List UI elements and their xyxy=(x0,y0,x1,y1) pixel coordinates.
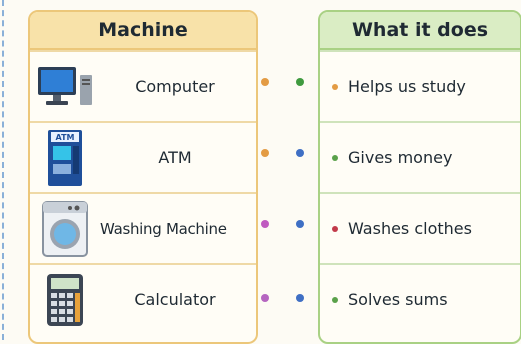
machine-row-atm[interactable]: ATM ATM xyxy=(30,121,256,192)
machine-panel: Machine Computer ATM xyxy=(28,10,258,344)
atm-icon: ATM xyxy=(30,128,100,188)
left-match-dot[interactable] xyxy=(261,220,269,228)
machine-label: Calculator xyxy=(134,290,216,309)
left-match-dot[interactable] xyxy=(261,149,269,157)
machine-label: Computer xyxy=(135,77,215,96)
computer-icon xyxy=(30,65,100,109)
use-row[interactable]: Gives money xyxy=(320,121,520,192)
machine-row-washing-machine[interactable]: Washing Machine xyxy=(30,192,256,263)
machine-row-computer[interactable]: Computer xyxy=(30,50,256,121)
svg-text:ATM: ATM xyxy=(56,133,75,142)
use-header: What it does xyxy=(320,12,520,50)
use-row[interactable]: Washes clothes xyxy=(320,192,520,263)
use-label: Washes clothes xyxy=(348,219,472,238)
use-label: Helps us study xyxy=(348,77,466,96)
bullet-icon xyxy=(332,296,338,303)
right-match-dot[interactable] xyxy=(296,78,304,86)
use-label: Solves sums xyxy=(348,290,448,309)
right-match-dot[interactable] xyxy=(296,220,304,228)
left-match-dot[interactable] xyxy=(261,78,269,86)
right-match-dot[interactable] xyxy=(296,294,304,302)
machine-label: ATM xyxy=(158,148,192,167)
machine-label: Washing Machine xyxy=(100,219,227,238)
use-row[interactable]: Helps us study xyxy=(320,50,520,121)
dashed-edge xyxy=(2,0,4,340)
washing-machine-icon xyxy=(30,200,100,258)
machine-row-calculator[interactable]: Calculator xyxy=(30,263,256,334)
bullet-icon xyxy=(332,154,338,161)
bullet-icon xyxy=(332,83,338,90)
bullet-icon xyxy=(332,225,338,232)
left-match-dot[interactable] xyxy=(261,294,269,302)
calculator-icon xyxy=(30,272,100,328)
use-label: Gives money xyxy=(348,148,453,167)
right-match-dot[interactable] xyxy=(296,149,304,157)
use-row[interactable]: Solves sums xyxy=(320,263,520,334)
use-panel: What it does Helps us study Gives money … xyxy=(318,10,521,344)
machine-header: Machine xyxy=(30,12,256,50)
